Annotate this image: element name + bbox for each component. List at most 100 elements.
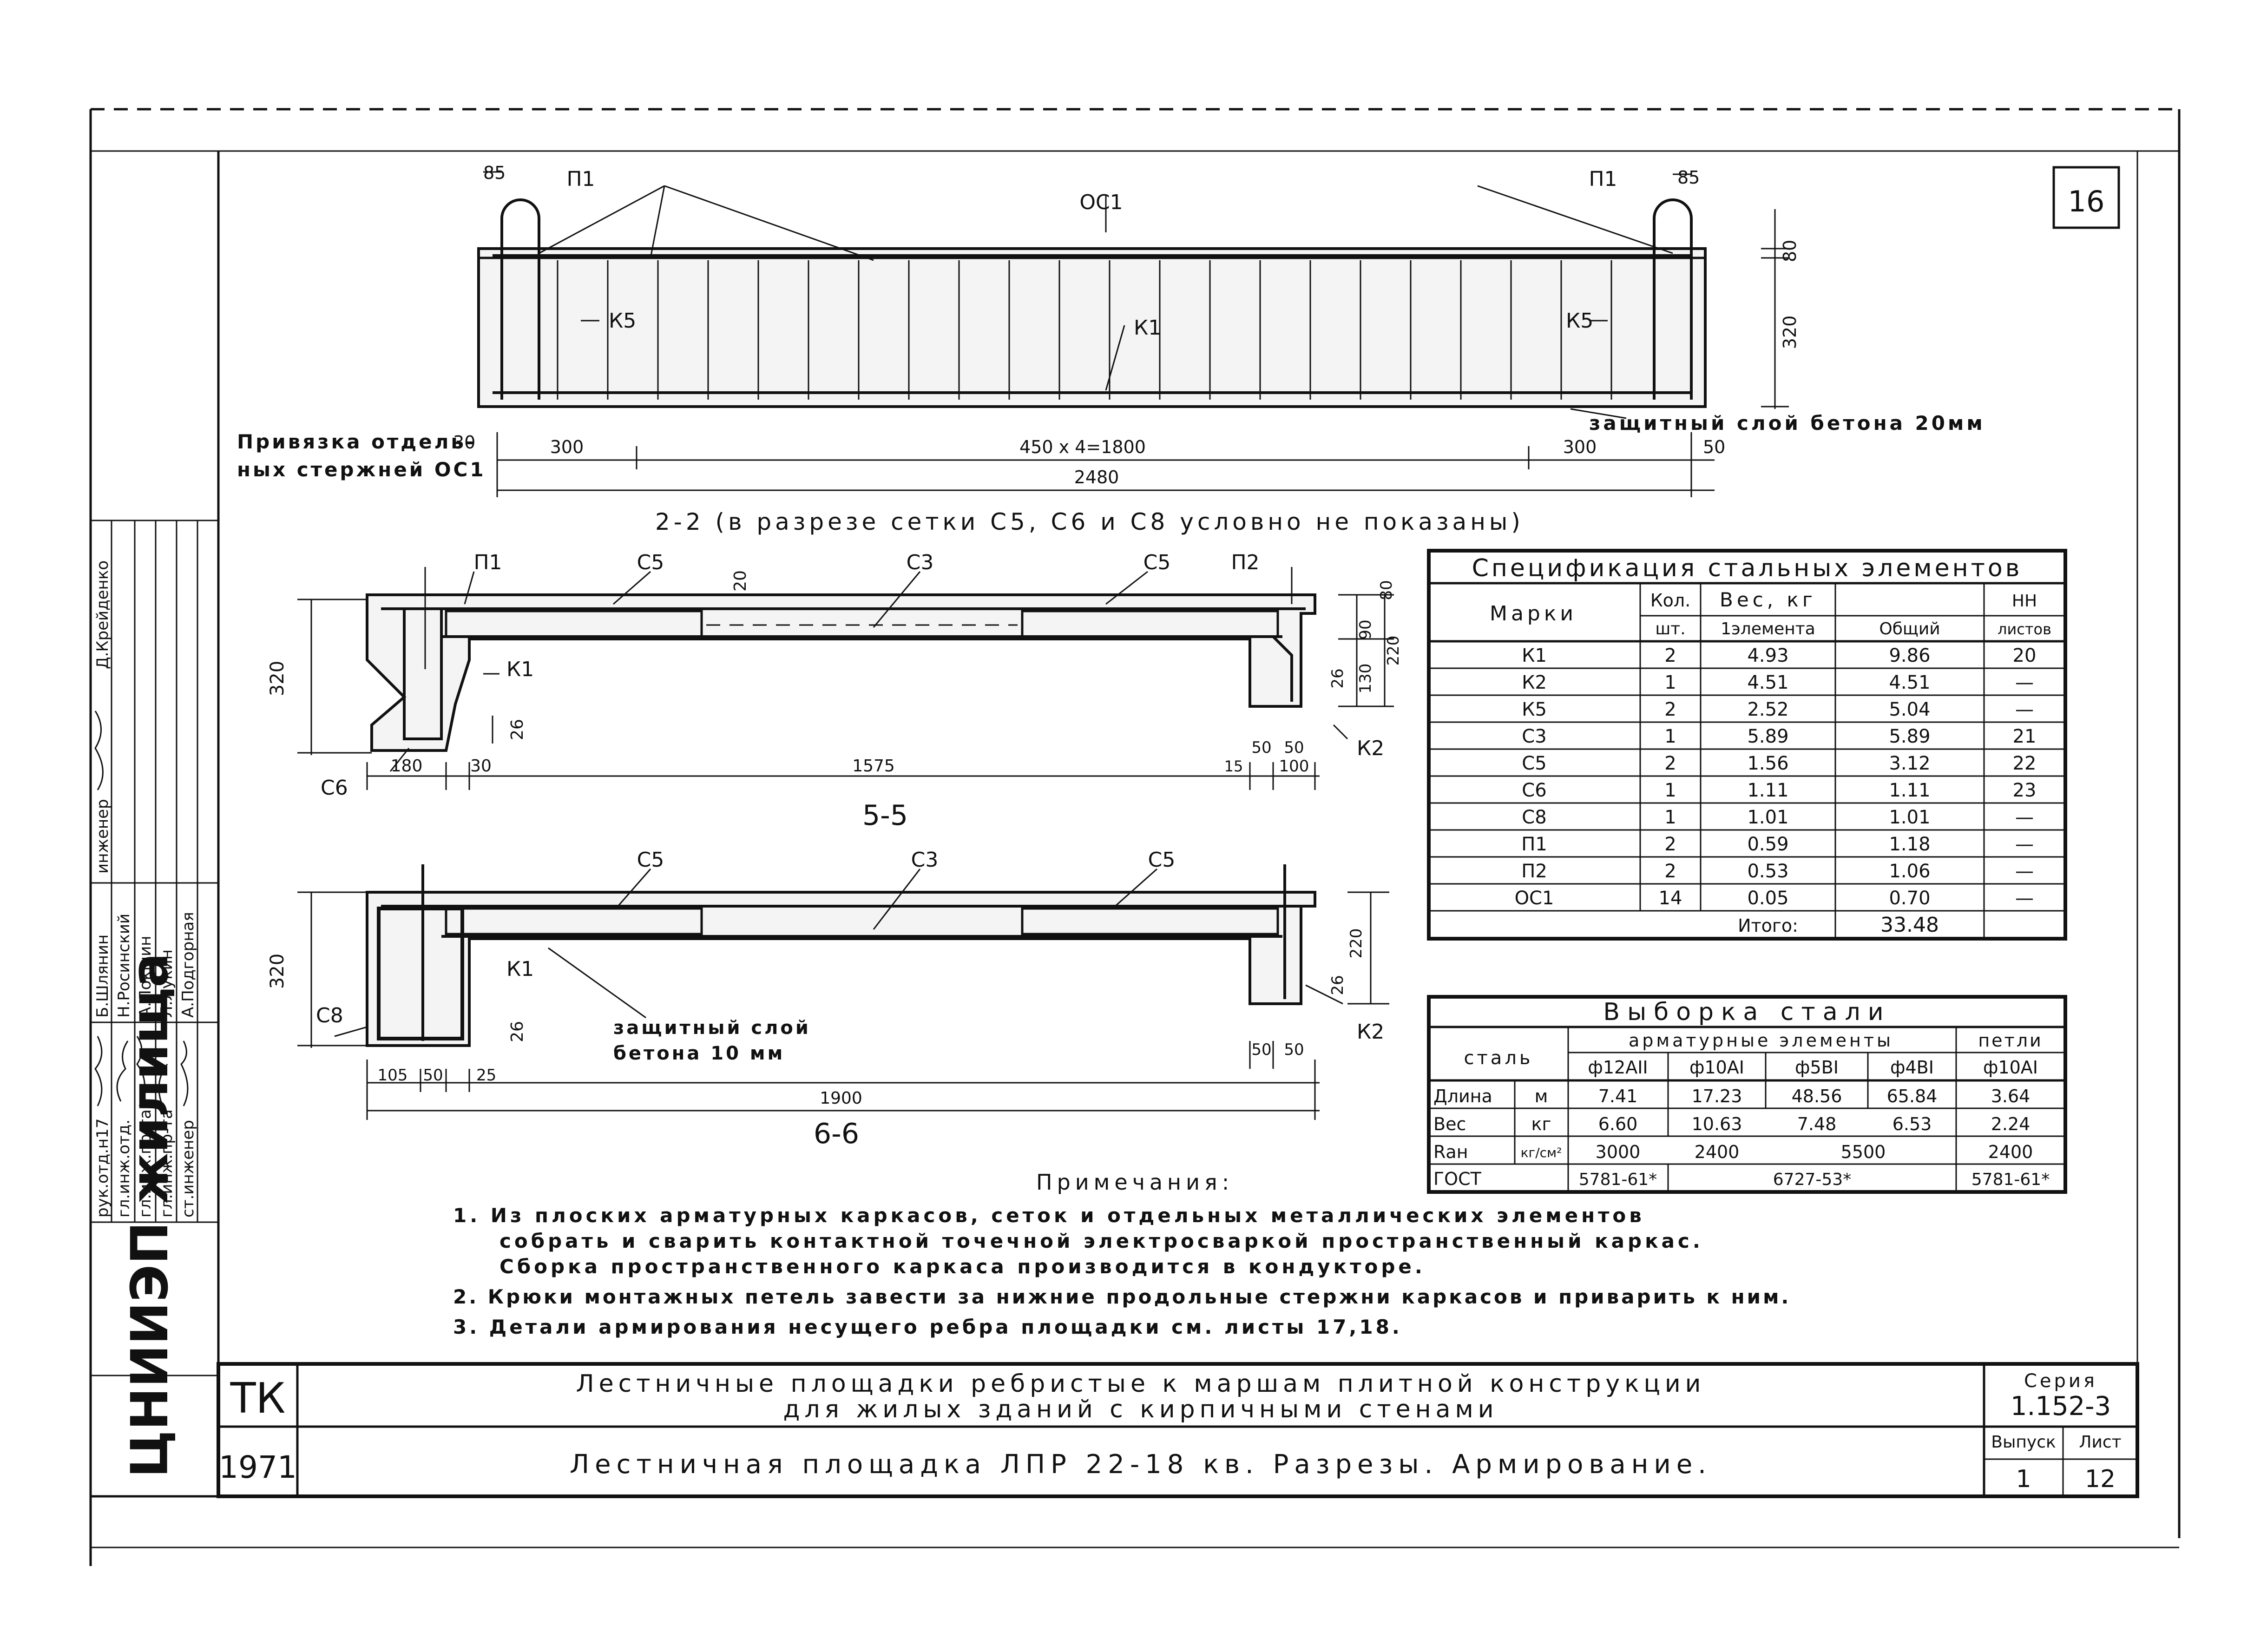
dim-50a-66: 50: [1251, 1040, 1271, 1059]
spec-head-marks: Марки: [1490, 602, 1577, 625]
spec-cell: 1: [1664, 807, 1676, 828]
section-2-2-drawing: [477, 185, 1707, 419]
dim-1575-55: 1575: [852, 757, 895, 776]
steel-weight-3: 7.48: [1797, 1114, 1837, 1134]
spec-row-lines: [1429, 667, 2065, 912]
spec-cell: 3.12: [1889, 753, 1930, 774]
steel-col-5: ф10АI: [1983, 1057, 2038, 1078]
label-c6-55: С6: [321, 776, 348, 800]
section-6-6-caption: 6-6: [814, 1118, 859, 1150]
sheet-number: 16: [2068, 184, 2105, 218]
steel-title: Выборка стали: [1603, 998, 1891, 1026]
steel-row-weight-unit: кг: [1531, 1114, 1551, 1134]
label-c5b-66: С5: [1148, 848, 1176, 872]
label-c3-66: С3: [911, 848, 939, 872]
label-c3-55: С3: [907, 551, 934, 574]
steel-weight-4: 6.53: [1893, 1114, 1932, 1134]
spec-cell: 2: [1664, 699, 1676, 720]
spec-cell: —: [2015, 834, 2034, 855]
dim-320-55: 320: [267, 661, 288, 696]
sig-name-1: Б.Шлянин: [93, 935, 112, 1018]
spec-table: [1427, 549, 2067, 941]
steel-row-weight-name: Вес: [1433, 1114, 1466, 1134]
spec-cell: С6: [1522, 780, 1546, 801]
dim-span: 450 x 4=1800: [1019, 437, 1146, 457]
steel-weight-5: 2.24: [1991, 1114, 2031, 1134]
stamp-code: ТК: [230, 1374, 286, 1423]
protective-layer-66-1: защитный слой: [613, 1017, 811, 1039]
spec-cell: 23: [2013, 780, 2037, 801]
steel-col-3: ф5ВI: [1795, 1057, 1839, 1078]
spec-cell: К5: [1522, 699, 1547, 720]
label-k2-66: К2: [1357, 1020, 1384, 1044]
label-k1-66: К1: [506, 957, 534, 981]
label-p1-right: П1: [1589, 167, 1617, 191]
dim-300-a: 300: [550, 437, 584, 457]
dim-2480: 2480: [1074, 467, 1119, 487]
spec-cell: —: [2015, 807, 2034, 828]
dim-105-66: 105: [378, 1066, 408, 1085]
spec-cell: К1: [1522, 645, 1547, 666]
spec-total-value: 33.48: [1880, 913, 1939, 937]
steel-length-3: 48.56: [1792, 1086, 1842, 1106]
spec-head-sheets-no: НН: [2012, 592, 2037, 611]
dimension-lines-2-2: [483, 171, 1789, 497]
steel-ra-4: 2400: [1988, 1142, 2033, 1162]
title-line-2: для жилых зданий с кирпичными стенами: [783, 1395, 1498, 1423]
dim-320: 320: [1780, 316, 1800, 349]
dim-26b-55: 26: [1328, 668, 1347, 688]
spec-cell: 1: [1664, 726, 1676, 747]
label-k2-55: К2: [1357, 737, 1384, 760]
protective-layer-66-2: бетона 10 мм: [613, 1043, 785, 1064]
steel-row-length-name: Длина: [1433, 1086, 1492, 1106]
spec-head-weight: Вес, кг: [1720, 588, 1816, 611]
issue-value: 1: [2016, 1465, 2031, 1493]
label-p1-left: П1: [566, 167, 595, 191]
dim-15-55: 15: [1224, 757, 1243, 775]
steel-row-ra-unit: кг/см²: [1521, 1145, 1562, 1160]
steel-ra-1: 3000: [1596, 1142, 1641, 1162]
steel-head-rebar: арматурные элементы: [1629, 1030, 1893, 1051]
dim-80-55: 80: [1377, 580, 1396, 600]
label-k5-right: К5: [1566, 309, 1593, 333]
dim-300-b: 300: [1563, 437, 1597, 457]
spec-cell: 0.53: [1747, 861, 1788, 882]
spec-title: Спецификация стальных элементов: [1472, 554, 2023, 582]
spec-cell: 1.11: [1889, 780, 1930, 801]
steel-table: [1427, 995, 2067, 1194]
spec-cell: —: [2015, 699, 2034, 720]
steel-head-steel: сталь: [1464, 1047, 1533, 1069]
dimension-lines-6-6: [297, 891, 1389, 1120]
protective-layer-main: защитный слой бетона 20мм: [1589, 412, 1985, 434]
steel-col-2: ф10АI: [1689, 1057, 1744, 1078]
dim-50b-66: 50: [1284, 1040, 1304, 1059]
dim-20-55: 20: [731, 570, 750, 592]
label-c5a-66: С5: [637, 848, 664, 872]
label-p1-55: П1: [473, 551, 502, 574]
steel-length-4: 65.84: [1887, 1086, 1938, 1106]
dimension-lines-5-5: [297, 594, 1394, 790]
signature-strip: [91, 520, 218, 1376]
spec-cell: 20: [2013, 645, 2037, 666]
dim-320-66: 320: [267, 954, 288, 989]
spec-cell: ОС1: [1515, 888, 1554, 909]
dim-80: 80: [1780, 240, 1800, 262]
steel-weight-2: 10.63: [1692, 1114, 1742, 1134]
anchor-note-1: Привязка отдель-: [237, 430, 476, 453]
anchor-note-2: ных стержней ОС1: [237, 458, 486, 481]
dim-1900-66: 1900: [820, 1089, 862, 1108]
note-2: 2. Крюки монтажных петель завести за ниж…: [453, 1285, 1791, 1308]
dim-26b-66: 26: [1328, 975, 1347, 995]
title-block: [217, 1362, 2139, 1498]
spec-cell: 4.51: [1747, 672, 1788, 693]
dim-50b-55: 50: [1284, 738, 1304, 757]
spec-cell: —: [2015, 888, 2034, 909]
dim-26a-55: 26: [508, 719, 527, 740]
notes-title: Примечания:: [1036, 1170, 1234, 1195]
spec-cell: С8: [1522, 807, 1546, 828]
spec-cell: 4.93: [1747, 645, 1788, 666]
note-1b: собрать и сварить контактной точечной эл…: [499, 1230, 1703, 1252]
sheet-value: 12: [2085, 1465, 2116, 1493]
